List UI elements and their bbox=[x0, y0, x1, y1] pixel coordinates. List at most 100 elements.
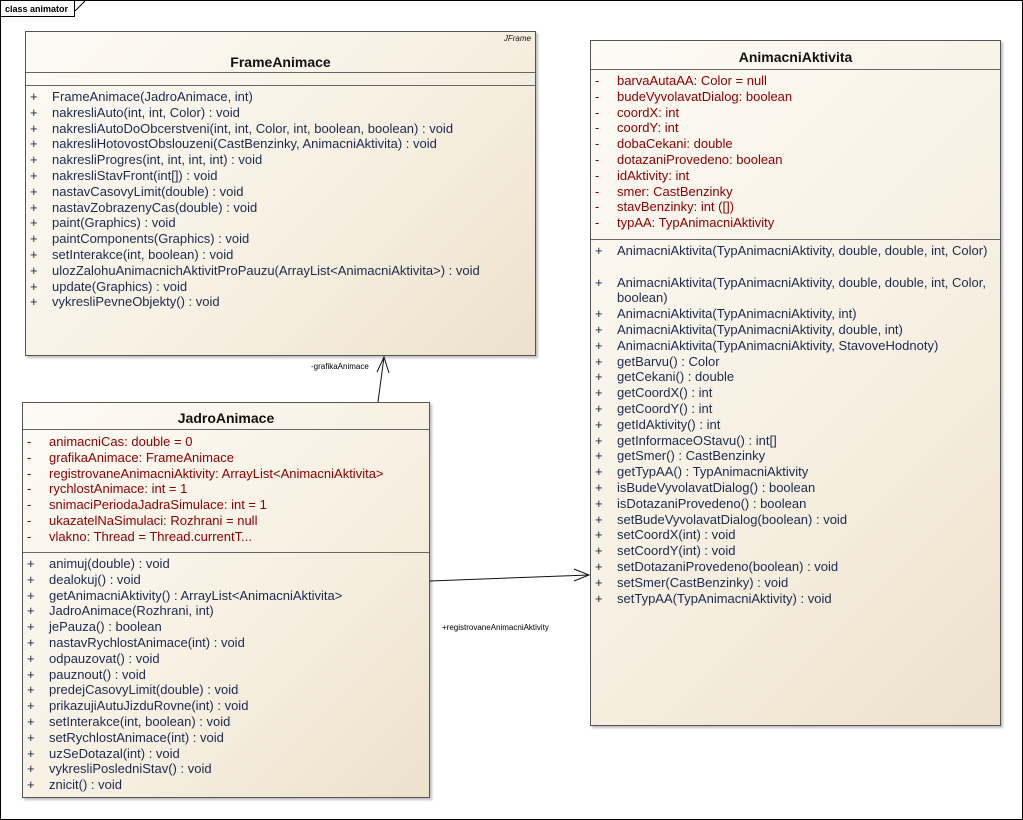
visibility-marker: + bbox=[30, 246, 38, 262]
operation-text: AnimacniAktivita(TypAnimacniAktivity, do… bbox=[617, 274, 986, 306]
visibility-marker: + bbox=[30, 294, 38, 310]
operation-text: AnimacniAktivita(TypAnimacniAktivity, do… bbox=[617, 321, 903, 337]
class-operation: +setSmer(CastBenzinky) : void bbox=[591, 575, 1000, 591]
class-operation: +JadroAnimace(Rozhrani, int) bbox=[23, 603, 429, 619]
visibility-marker: + bbox=[30, 199, 38, 215]
class-attribute: -vlakno: Thread = Thread.currentT... bbox=[23, 529, 429, 545]
visibility-marker: + bbox=[595, 321, 603, 337]
class-operation: +getCoordX() : int bbox=[591, 385, 1000, 401]
class-operation: + AnimacniAktivita(TypAnimacniAktivity, d… bbox=[591, 322, 1000, 338]
operation-text: uzSeDotazal(int) : void bbox=[49, 745, 180, 761]
visibility-marker: + bbox=[595, 369, 603, 385]
class-operation: +isDotazaniProvedeno() : boolean bbox=[591, 496, 1000, 512]
class-attribute: -coordX: int bbox=[591, 105, 1000, 121]
visibility-marker: - bbox=[595, 104, 600, 120]
arrowhead-grafika bbox=[376, 355, 390, 374]
class-attribute: - grafikaAnimace: FrameAnimace bbox=[23, 450, 429, 466]
class-operation: +nastavCasovyLimit(double) : void bbox=[26, 184, 535, 200]
class-operation: +getIdAktivity() : int bbox=[591, 417, 1000, 433]
class-operation: +nakresliStavFront(int[]) : void bbox=[26, 168, 535, 184]
attribute-text: grafikaAnimace: FrameAnimace bbox=[49, 449, 234, 465]
operations-list: +animuj(double) : void+dealokuj() : void… bbox=[23, 556, 429, 793]
visibility-marker: + bbox=[27, 587, 35, 603]
class-operation: +predejCasovyLimit(double) : void bbox=[23, 682, 429, 698]
class-operation: +jePauza() : boolean bbox=[23, 619, 429, 635]
frame-label: class animator bbox=[1, 1, 75, 17]
operation-text: nastavZobrazenyCas(double) : void bbox=[52, 199, 258, 215]
visibility-marker: + bbox=[595, 353, 603, 369]
visibility-marker: + bbox=[27, 634, 35, 650]
class-operation: +odpauzovat() : void bbox=[23, 651, 429, 667]
visibility-marker: + bbox=[27, 777, 35, 793]
visibility-marker: + bbox=[595, 274, 603, 290]
class-operation: +AnimacniAktivita(TypAnimacniAktivity, d… bbox=[591, 243, 1000, 275]
class-operation: + nastavZobrazenyCas(double) : void bbox=[26, 200, 535, 216]
class-operation: +getBarvu() : Color bbox=[591, 354, 1000, 370]
visibility-marker: + bbox=[30, 183, 38, 199]
operation-text: getCoordX() : int bbox=[617, 385, 713, 401]
class-attribute: -coordY: int bbox=[591, 120, 1000, 136]
attribute-text: dotazaniProvedeno: boolean bbox=[617, 151, 783, 167]
class-operation: +FrameAnimace(JadroAnimace, int) bbox=[26, 89, 535, 105]
operation-text: pauznout() : void bbox=[49, 666, 146, 682]
visibility-marker: + bbox=[595, 416, 603, 432]
role-label-grafika: -grafikaAnimace bbox=[311, 362, 369, 371]
class-operation: +ulozZalohuAnimacnichAktivitProPauzu(Arr… bbox=[26, 263, 535, 279]
class-attribute: -barvaAutaAA: Color = null bbox=[591, 73, 1000, 89]
class-animacni-aktivita[interactable]: AnimacniAktivita -barvaAutaAA: Color = n… bbox=[590, 40, 1001, 726]
operation-text: AnimacniAktivita(TypAnimacniAktivity, do… bbox=[617, 243, 988, 258]
visibility-marker: + bbox=[30, 89, 38, 104]
class-attribute: -registrovaneAnimacniAktivity: ArrayList… bbox=[23, 466, 429, 482]
arrowhead-registrovane bbox=[573, 568, 591, 582]
operation-text: isBudeVyvolavatDialog() : boolean bbox=[617, 479, 816, 495]
class-attribute: -dotazaniProvedeno: boolean bbox=[591, 152, 1000, 168]
class-operation: +setBudeVyvolavatDialog(boolean) : void bbox=[591, 512, 1000, 528]
class-operation: +nakresliProgres(int, int, int, int) : v… bbox=[26, 152, 535, 168]
visibility-marker: + bbox=[27, 682, 35, 698]
class-operation: +getCoordY() : int bbox=[591, 401, 1000, 417]
compartment-divider bbox=[591, 69, 1000, 70]
class-operation: +setInterakce(int, boolean) : void bbox=[26, 247, 535, 263]
operation-text: AnimacniAktivita(TypAnimacniAktivity, in… bbox=[617, 306, 857, 322]
visibility-marker: + bbox=[27, 745, 35, 761]
operation-text: paint(Graphics) : void bbox=[52, 215, 176, 231]
attribute-text: idAktivity: int bbox=[617, 167, 690, 183]
class-operation: +setInterakce(int, boolean) : void bbox=[23, 714, 429, 730]
visibility-marker: + bbox=[27, 556, 35, 571]
attribute-text: ukazatelNaSimulaci: Rozhrani = null bbox=[49, 512, 258, 528]
visibility-marker: - bbox=[27, 481, 32, 497]
visibility-marker: + bbox=[27, 666, 35, 682]
operation-text: setInterakce(int, boolean) : void bbox=[49, 713, 231, 729]
class-operation: + AnimacniAktivita(TypAnimacniAktivity, d… bbox=[591, 275, 1000, 307]
class-operation: +update(Graphics) : void bbox=[26, 279, 535, 295]
visibility-marker: + bbox=[595, 337, 603, 353]
operation-text: jePauza() : boolean bbox=[49, 619, 162, 635]
operation-text: vykresliPosledniStav() : void bbox=[49, 761, 212, 777]
operation-text: setCoordY(int) : void bbox=[617, 543, 736, 559]
operation-text: setTypAA(TypAnimacniAktivity) : void bbox=[617, 590, 832, 606]
attribute-text: dobaCekani: double bbox=[617, 136, 733, 152]
visibility-marker: + bbox=[30, 167, 38, 183]
class-jadro-animace[interactable]: JadroAnimace -animacniCas: double = 0-gr… bbox=[22, 402, 430, 798]
attribute-text: coordY: int bbox=[617, 120, 679, 136]
class-frame-animace[interactable]: JFrame FrameAnimace +FrameAnimace(JadroA… bbox=[25, 31, 536, 356]
operation-text: update(Graphics) : void bbox=[52, 278, 188, 294]
visibility-marker: + bbox=[595, 495, 603, 511]
visibility-marker: - bbox=[27, 512, 32, 528]
class-operation: +paint(Graphics) : void bbox=[26, 215, 535, 231]
compartment-divider bbox=[26, 72, 535, 73]
class-operation: +setRychlostAnimace(int) : void bbox=[23, 730, 429, 746]
operation-text: znicit() : void bbox=[49, 777, 122, 793]
visibility-marker: + bbox=[595, 511, 603, 527]
operation-text: nakresliHotovostObslouzeni(CastBenzinky,… bbox=[52, 136, 437, 152]
class-operation: +setCoordY(int) : void bbox=[591, 543, 1000, 559]
attribute-text: rychlostAnimace: int = 1 bbox=[49, 481, 188, 497]
visibility-marker: + bbox=[27, 761, 35, 777]
class-operation: + uzSeDotazal(int) : void bbox=[23, 746, 429, 762]
visibility-marker: + bbox=[30, 152, 38, 168]
class-operation: +getCekani() : double bbox=[591, 369, 1000, 385]
operations-list: +FrameAnimace(JadroAnimace, int)+nakresl… bbox=[26, 89, 535, 310]
operation-text: animuj(double) : void bbox=[49, 556, 170, 571]
visibility-marker: - bbox=[27, 449, 32, 465]
visibility-marker: + bbox=[30, 120, 38, 136]
